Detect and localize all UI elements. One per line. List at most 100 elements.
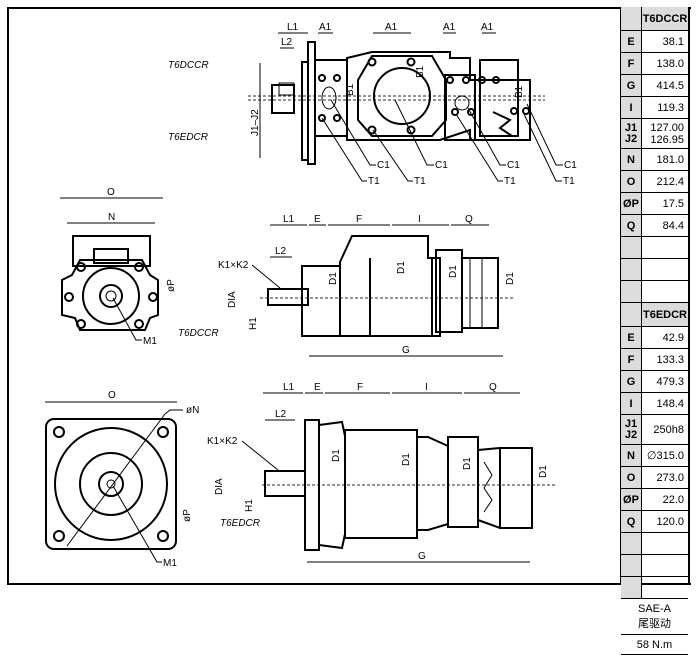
shaft-center	[105, 290, 117, 302]
spec-key: O	[621, 467, 642, 488]
blank-row	[621, 577, 688, 599]
dim-label-c1: C1	[435, 160, 448, 171]
bolt	[318, 114, 326, 122]
bolt	[492, 76, 500, 84]
dim-label-h1: H1	[244, 499, 255, 512]
leader-line	[330, 99, 376, 166]
spec-key: I	[621, 97, 642, 118]
leader-line	[394, 99, 434, 166]
dim-label-m1: M1	[163, 558, 177, 569]
spec-key: Q	[621, 215, 642, 236]
square-flange	[45, 418, 177, 550]
spec-value-text: 273.0	[656, 471, 684, 484]
header-key-cell	[621, 303, 642, 326]
bolt-hole	[157, 426, 169, 438]
dim-label-q: Q	[465, 214, 473, 225]
spec-row: G 414.5	[621, 75, 688, 97]
spec-row: Q 84.4	[621, 215, 688, 237]
dim-label-dia: DIA	[214, 478, 225, 495]
bolt	[333, 74, 341, 82]
end-cover	[461, 257, 499, 329]
shaft	[267, 288, 309, 306]
spec-value: 22.0	[642, 489, 688, 510]
spec-row: O 273.0	[621, 467, 688, 489]
leader-line	[467, 107, 506, 166]
spec-value: 42.9	[642, 327, 688, 348]
end-cover	[499, 447, 533, 529]
dim-label-i: I	[425, 382, 428, 393]
spec-value: 181.0	[642, 149, 688, 170]
dim-label-c1: C1	[377, 160, 390, 171]
dim-label-b1: B1	[415, 65, 426, 78]
spec-row: F 138.0	[621, 53, 688, 75]
rear-cone	[477, 446, 501, 530]
port-block-2	[444, 74, 476, 141]
dim-label-g: G	[402, 345, 410, 356]
spec-value-text: 17.5	[662, 197, 684, 210]
pump-flange	[61, 259, 159, 331]
dim-label-a1: A1	[319, 22, 332, 33]
spec-key-label: Q	[626, 219, 636, 232]
spec-key-label: I	[629, 397, 633, 410]
dim-label-t1: T1	[504, 176, 516, 187]
blank-row	[621, 555, 688, 577]
flange-plate	[307, 41, 316, 165]
spec-value: 212.4	[642, 171, 688, 192]
spec-value: 17.5	[642, 193, 688, 214]
drawing-sheet	[7, 7, 691, 585]
spec-key-label: E	[627, 35, 635, 48]
dim-label-f: F	[356, 214, 362, 225]
spec-key-label: N	[627, 449, 635, 462]
leader-line	[241, 440, 279, 471]
spec-value-text: 479.3	[656, 375, 684, 388]
shaft	[271, 84, 295, 114]
drive-type-note: 尾驱动	[638, 617, 671, 630]
column-header: T6DCCR	[642, 7, 688, 30]
bolt	[446, 76, 454, 84]
bolt	[333, 114, 341, 122]
spec-value: 84.4	[642, 215, 688, 236]
spec-key: ØP	[621, 489, 642, 510]
spec-value-text: 414.5	[656, 79, 684, 92]
spec-value-text: 22.0	[662, 493, 684, 506]
dim-label-m1: M1	[143, 336, 157, 347]
spec-value: 119.3	[642, 97, 688, 118]
spec-value: 250h8	[642, 415, 688, 444]
spec-key: O	[621, 171, 642, 192]
dim-label-a1: A1	[385, 22, 398, 33]
torque-value: 58 N.m	[636, 638, 673, 651]
dim-label-d1: D1	[538, 465, 549, 478]
dim-label-l1: L1	[287, 22, 299, 33]
spec-value-text: 138.0	[656, 57, 684, 70]
bolt-hole	[76, 262, 86, 272]
dim-label-f: F	[357, 382, 363, 393]
rib	[483, 461, 493, 513]
spec-key: Q	[621, 511, 642, 532]
leader-line	[372, 129, 413, 182]
spec-key-label: G	[626, 79, 636, 92]
dim-label-c1: C1	[507, 160, 520, 171]
model-label-top-upper: T6DCCR	[168, 60, 209, 71]
shaft-key	[278, 82, 295, 96]
port-block-1	[314, 59, 348, 137]
dim-label-phi-p: øP	[182, 509, 193, 522]
spec-key: E	[621, 327, 642, 348]
main-port-flange	[357, 55, 447, 137]
spec-key-label: ØP	[623, 197, 639, 210]
front-view-t6dccr: O N øP M1 T6DCCR	[60, 187, 219, 347]
spec-value: 133.3	[642, 349, 688, 370]
spec-key: F	[621, 53, 642, 74]
dim-label-dia: DIA	[227, 291, 238, 308]
dim-label-d1: D1	[505, 272, 516, 285]
dim-label-a1: A1	[481, 22, 494, 33]
dim-label-h1: H1	[248, 317, 259, 330]
bolt	[522, 107, 530, 115]
dim-label-t1: T1	[414, 176, 426, 187]
